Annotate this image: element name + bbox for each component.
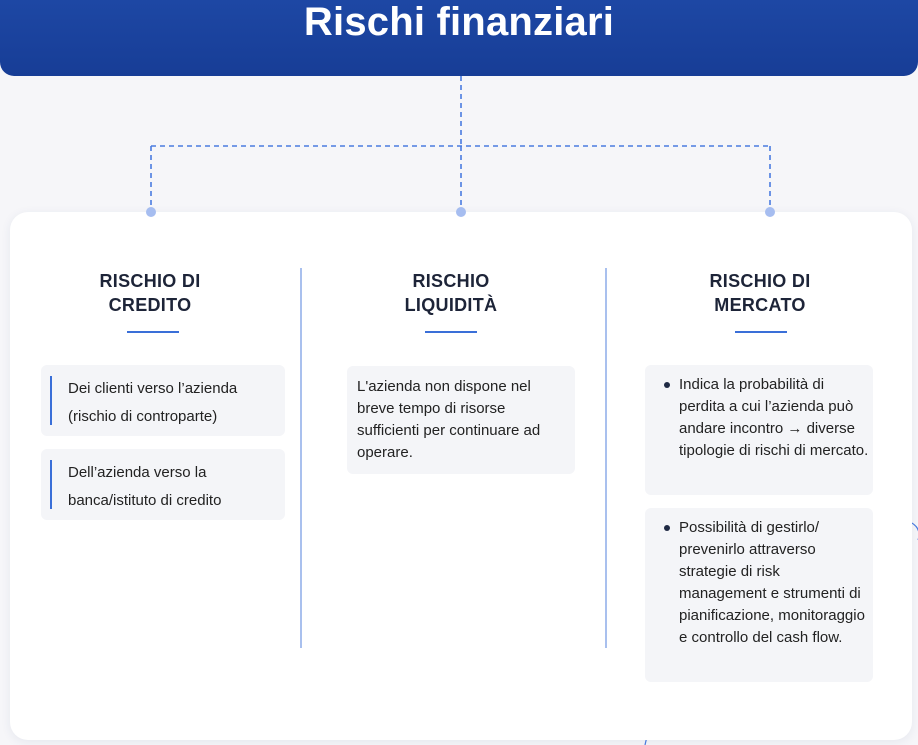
column-divider-2 xyxy=(605,268,607,648)
header-banner: Rischi finanziari xyxy=(0,0,918,76)
connector-dot-center xyxy=(456,207,466,217)
credito-item-2: Dell’azienda verso la banca/istituto di … xyxy=(41,449,285,520)
bullet-icon xyxy=(664,382,670,388)
liquidita-item-1-text: L'azienda non dispone nel breve tempo di… xyxy=(357,378,541,461)
column-title-mercato: RISCHIO DI MERCATO xyxy=(709,271,811,315)
column-title-liquidita: RISCHIO LIQUIDITÀ xyxy=(404,271,498,315)
mercato-item-2: Possibilità di gestirlo/ prevenirlo attr… xyxy=(645,508,873,682)
accent-bar xyxy=(50,460,52,509)
mercato-item-2-text: Possibilità di gestirlo/ prevenirlo attr… xyxy=(679,519,865,646)
mercato-item-1: Indica la probabilità di perdita a cui l… xyxy=(645,365,873,495)
title-underline xyxy=(735,331,787,333)
title-underline xyxy=(425,331,477,333)
title-underline xyxy=(127,331,179,333)
bullet-icon xyxy=(664,525,670,531)
risk-card: RISCHIO DI CREDITO Dei clienti verso l’a… xyxy=(10,212,912,740)
mercato-item-1-text: Indica la probabilità di perdita a cui l… xyxy=(679,376,869,459)
column-divider-1 xyxy=(300,268,302,648)
connector-dot-left xyxy=(146,207,156,217)
liquidita-item-1: L'azienda non dispone nel breve tempo di… xyxy=(347,366,575,474)
connector-dot-right xyxy=(765,207,775,217)
credito-item-2-text: Dell’azienda verso la banca/istituto di … xyxy=(68,464,222,509)
credito-item-1: Dei clienti verso l’azienda (rischio di … xyxy=(41,365,285,436)
column-title-credito: RISCHIO DI CREDITO xyxy=(99,271,201,315)
credito-item-1-text: Dei clienti verso l’azienda (rischio di … xyxy=(68,380,238,425)
page-title: Rischi finanziari xyxy=(303,0,615,44)
accent-bar xyxy=(50,376,52,425)
